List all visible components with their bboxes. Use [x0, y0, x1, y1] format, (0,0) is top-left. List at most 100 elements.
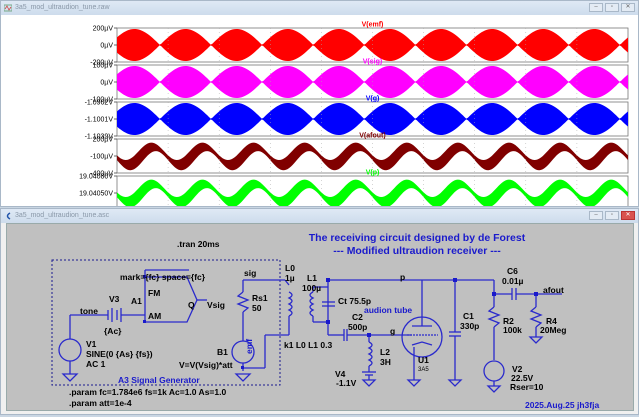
waveform-app-icon	[4, 4, 12, 12]
y-tick-label: -1.0962V	[85, 100, 114, 107]
l0-value: 1µ	[285, 273, 295, 283]
waveform-titlebar[interactable]: 3a5_mod_ultraudion_tune.raw – ▫ ✕	[1, 1, 638, 15]
a1-am-pin: AM	[148, 311, 161, 321]
l2-value: 3H	[380, 357, 391, 367]
b1-value: V=V(Vsig)*att	[179, 360, 233, 370]
rs1-name: Rs1	[252, 293, 268, 303]
a1-name: A1	[131, 296, 142, 306]
c1-name: C1	[463, 311, 474, 321]
schematic-title-line-1: The receiving circuit designed by de For…	[309, 232, 526, 244]
v1-name: V1	[86, 339, 97, 349]
close-button[interactable]: ✕	[621, 211, 635, 220]
u1-name: U1	[418, 355, 429, 365]
trace-label[interactable]: V(g)	[366, 96, 380, 103]
v3-value: {Ac}	[104, 326, 122, 336]
v1-ac: AC 1	[86, 359, 106, 369]
minimize-button[interactable]: –	[589, 211, 603, 220]
restore-button[interactable]: ▫	[605, 3, 619, 12]
trace-label[interactable]: V(sig)	[363, 59, 382, 66]
minimize-button[interactable]: –	[589, 3, 603, 12]
a1-fm-pin: FM	[148, 288, 160, 298]
c1-value: 330p	[460, 321, 479, 331]
signal-generator-block	[51, 259, 281, 386]
net-label-p: p	[400, 272, 405, 282]
param-line-2[interactable]: .param att=1e-4	[69, 398, 132, 408]
close-button[interactable]: ✕	[621, 3, 635, 12]
a1-attrs: mark={fc} space={fc}	[120, 272, 206, 282]
v1-source-symbol	[58, 338, 82, 362]
y-tick-label: -1.1001V	[85, 117, 114, 124]
a1-q-pin: Q	[188, 300, 195, 310]
r4-value: 20Meg	[540, 325, 566, 335]
r2-value: 100k	[503, 325, 522, 335]
v3-name: V3	[109, 294, 120, 304]
net-label-emf: emf	[244, 339, 254, 354]
waveform-window: 3a5_mod_ultraudion_tune.raw – ▫ ✕ V(emf)…	[0, 0, 639, 225]
y-tick-label: -100µV	[90, 97, 113, 104]
trace-label[interactable]: V(emf)	[362, 22, 384, 29]
schematic-titlebar[interactable]: 3a5_mod_ultraudion_tune.asc – ▫ ✕	[1, 209, 638, 223]
restore-button[interactable]: ▫	[605, 211, 619, 220]
v2-rser: Rser=10	[510, 382, 544, 392]
schematic-window-title: 3a5_mod_ultraudion_tune.asc	[15, 212, 110, 219]
v1-value: SINE(0 {As} {fs})	[86, 349, 153, 359]
schematic-drawing[interactable]: .tran 20ms tone V3 {Ac} A1 mark={fc} spa…	[7, 224, 635, 412]
c6-name: C6	[507, 266, 518, 276]
rs1-value: 50	[252, 303, 262, 313]
l1-name: L1	[307, 273, 317, 283]
ground-icon	[406, 379, 422, 387]
l2-inductor	[367, 341, 373, 367]
y-tick-label: 200µV	[93, 26, 114, 33]
y-tick-label: -400µV	[90, 171, 113, 178]
k1-coupling[interactable]: k1 L0 L1 0.3	[284, 340, 332, 350]
a1-output: Vsig	[207, 300, 225, 310]
trace-label[interactable]: V(afout)	[359, 133, 385, 140]
b1-name: B1	[217, 347, 228, 357]
param-line-1[interactable]: .param fc=1.784e6 fs=1k Ac=1.0 As=1.0	[69, 387, 226, 397]
ct-label: Ct 75.5p	[338, 296, 371, 306]
l1-inductor	[309, 291, 315, 317]
pane-vemf[interactable]: V(emf) 200µV 0µV -200µV	[90, 22, 629, 67]
ground-icon	[486, 385, 502, 393]
c2-name: C2	[352, 312, 363, 322]
ground-icon	[361, 379, 377, 387]
pane-vg[interactable]: V(g)-1.0962V-1.1001V-1.1039V	[85, 96, 629, 141]
schematic-app-icon	[6, 212, 11, 220]
y-tick-label: 19.04080V	[79, 174, 113, 181]
trace-waveform	[117, 179, 628, 208]
net-label-afout: afout	[543, 285, 564, 295]
l0-inductor	[287, 291, 293, 317]
schematic-canvas[interactable]: .tran 20ms tone V3 {Ac} A1 mark={fc} spa…	[6, 223, 634, 411]
net-label-tone: tone	[80, 306, 98, 316]
net-label-g: g	[390, 326, 395, 336]
pane-vafout[interactable]: V(afout)200µV-100µV-400µV	[90, 133, 629, 178]
tran-directive[interactable]: .tran 20ms	[177, 239, 220, 249]
r2-name: R2	[503, 316, 514, 326]
v2-value: 22.5V	[511, 373, 534, 383]
schematic-window: 3a5_mod_ultraudion_tune.asc – ▫ ✕	[0, 208, 639, 415]
l1-value: 100µ	[302, 283, 321, 293]
schematic-title-line-2: --- Modified ultraudion receiver ---	[333, 245, 501, 257]
trace-waveform	[117, 142, 628, 171]
v2-source-symbol	[483, 360, 505, 382]
u1-model: 3A5	[418, 367, 429, 373]
net-label-sig: sig	[244, 268, 256, 278]
v4-name: V4	[335, 369, 346, 379]
rs1-resistor	[236, 291, 250, 313]
y-tick-label: 19.04050V	[79, 191, 113, 198]
y-tick-label: 200µV	[93, 137, 114, 144]
ground-icon	[447, 379, 463, 387]
c6-value: 0.01µ	[502, 276, 524, 286]
trace-label[interactable]: V(p)	[366, 170, 380, 177]
waveform-window-title: 3a5_mod_ultraudion_tune.raw	[15, 4, 110, 11]
v2-name: V2	[512, 364, 523, 374]
y-tick-label: 0µV	[100, 43, 113, 50]
audion-tube-label: audion tube	[364, 305, 412, 315]
y-tick-label: 100µV	[93, 63, 114, 70]
y-tick-label: -200µV	[90, 60, 113, 67]
signature: 2025.Aug.25 jh3fja	[525, 400, 599, 410]
